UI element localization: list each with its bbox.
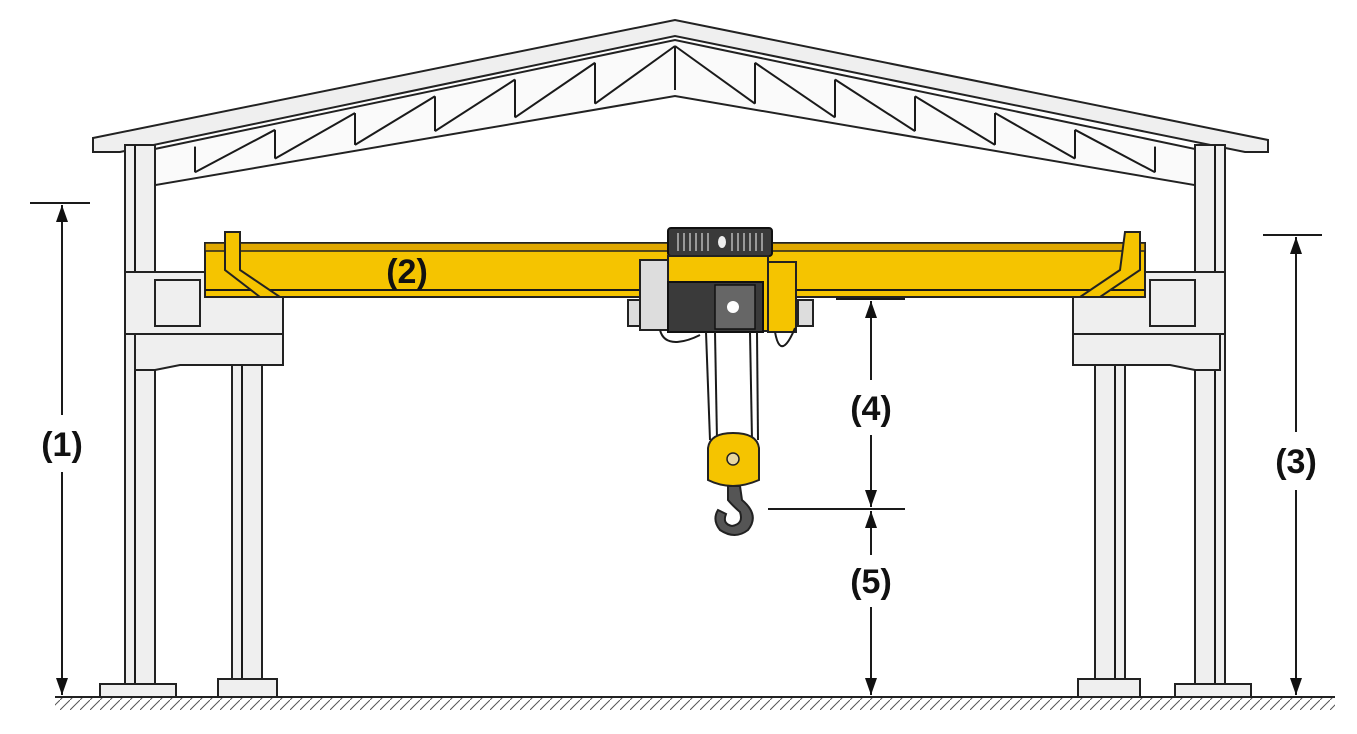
truss-diagonal [834, 78, 916, 132]
hoist-ropes [705, 331, 759, 441]
label-4: (4) [850, 390, 892, 428]
truss-diagonal [754, 61, 836, 119]
roof-truss [92, 18, 1269, 188]
label-3: (3) [1275, 443, 1317, 481]
right-outer-column [1174, 144, 1252, 698]
truss-diagonal [594, 45, 676, 105]
hook-icon [714, 485, 754, 536]
truss-diagonal [514, 61, 596, 119]
truss-diagonal [434, 78, 516, 132]
left-outer-column [99, 144, 177, 698]
left-inner-column [217, 354, 278, 698]
dimension-1: (1) [30, 202, 90, 695]
truss-diagonal [674, 45, 756, 105]
truss-diagonal [274, 112, 356, 160]
truss-diagonal [354, 95, 436, 146]
dimension-5: (5) [850, 511, 892, 695]
dimension-2-label: (2) [386, 253, 428, 291]
dimension-4: (4) [768, 298, 905, 510]
label-1: (1) [41, 426, 83, 464]
right-runway-beam [1072, 271, 1226, 371]
ground [55, 696, 1335, 710]
hoist-trolley [627, 227, 814, 348]
hook-block [707, 431, 760, 488]
left-runway-beam [124, 271, 284, 371]
truss-diagonal [994, 112, 1076, 160]
truss-diagonal [1074, 128, 1156, 174]
truss-diagonal [914, 95, 996, 146]
label-2: (2) [386, 253, 428, 291]
truss-diagonal [194, 128, 276, 174]
label-5: (5) [850, 563, 892, 601]
right-inner-column [1077, 354, 1141, 698]
dimension-3: (3) [1263, 234, 1322, 695]
